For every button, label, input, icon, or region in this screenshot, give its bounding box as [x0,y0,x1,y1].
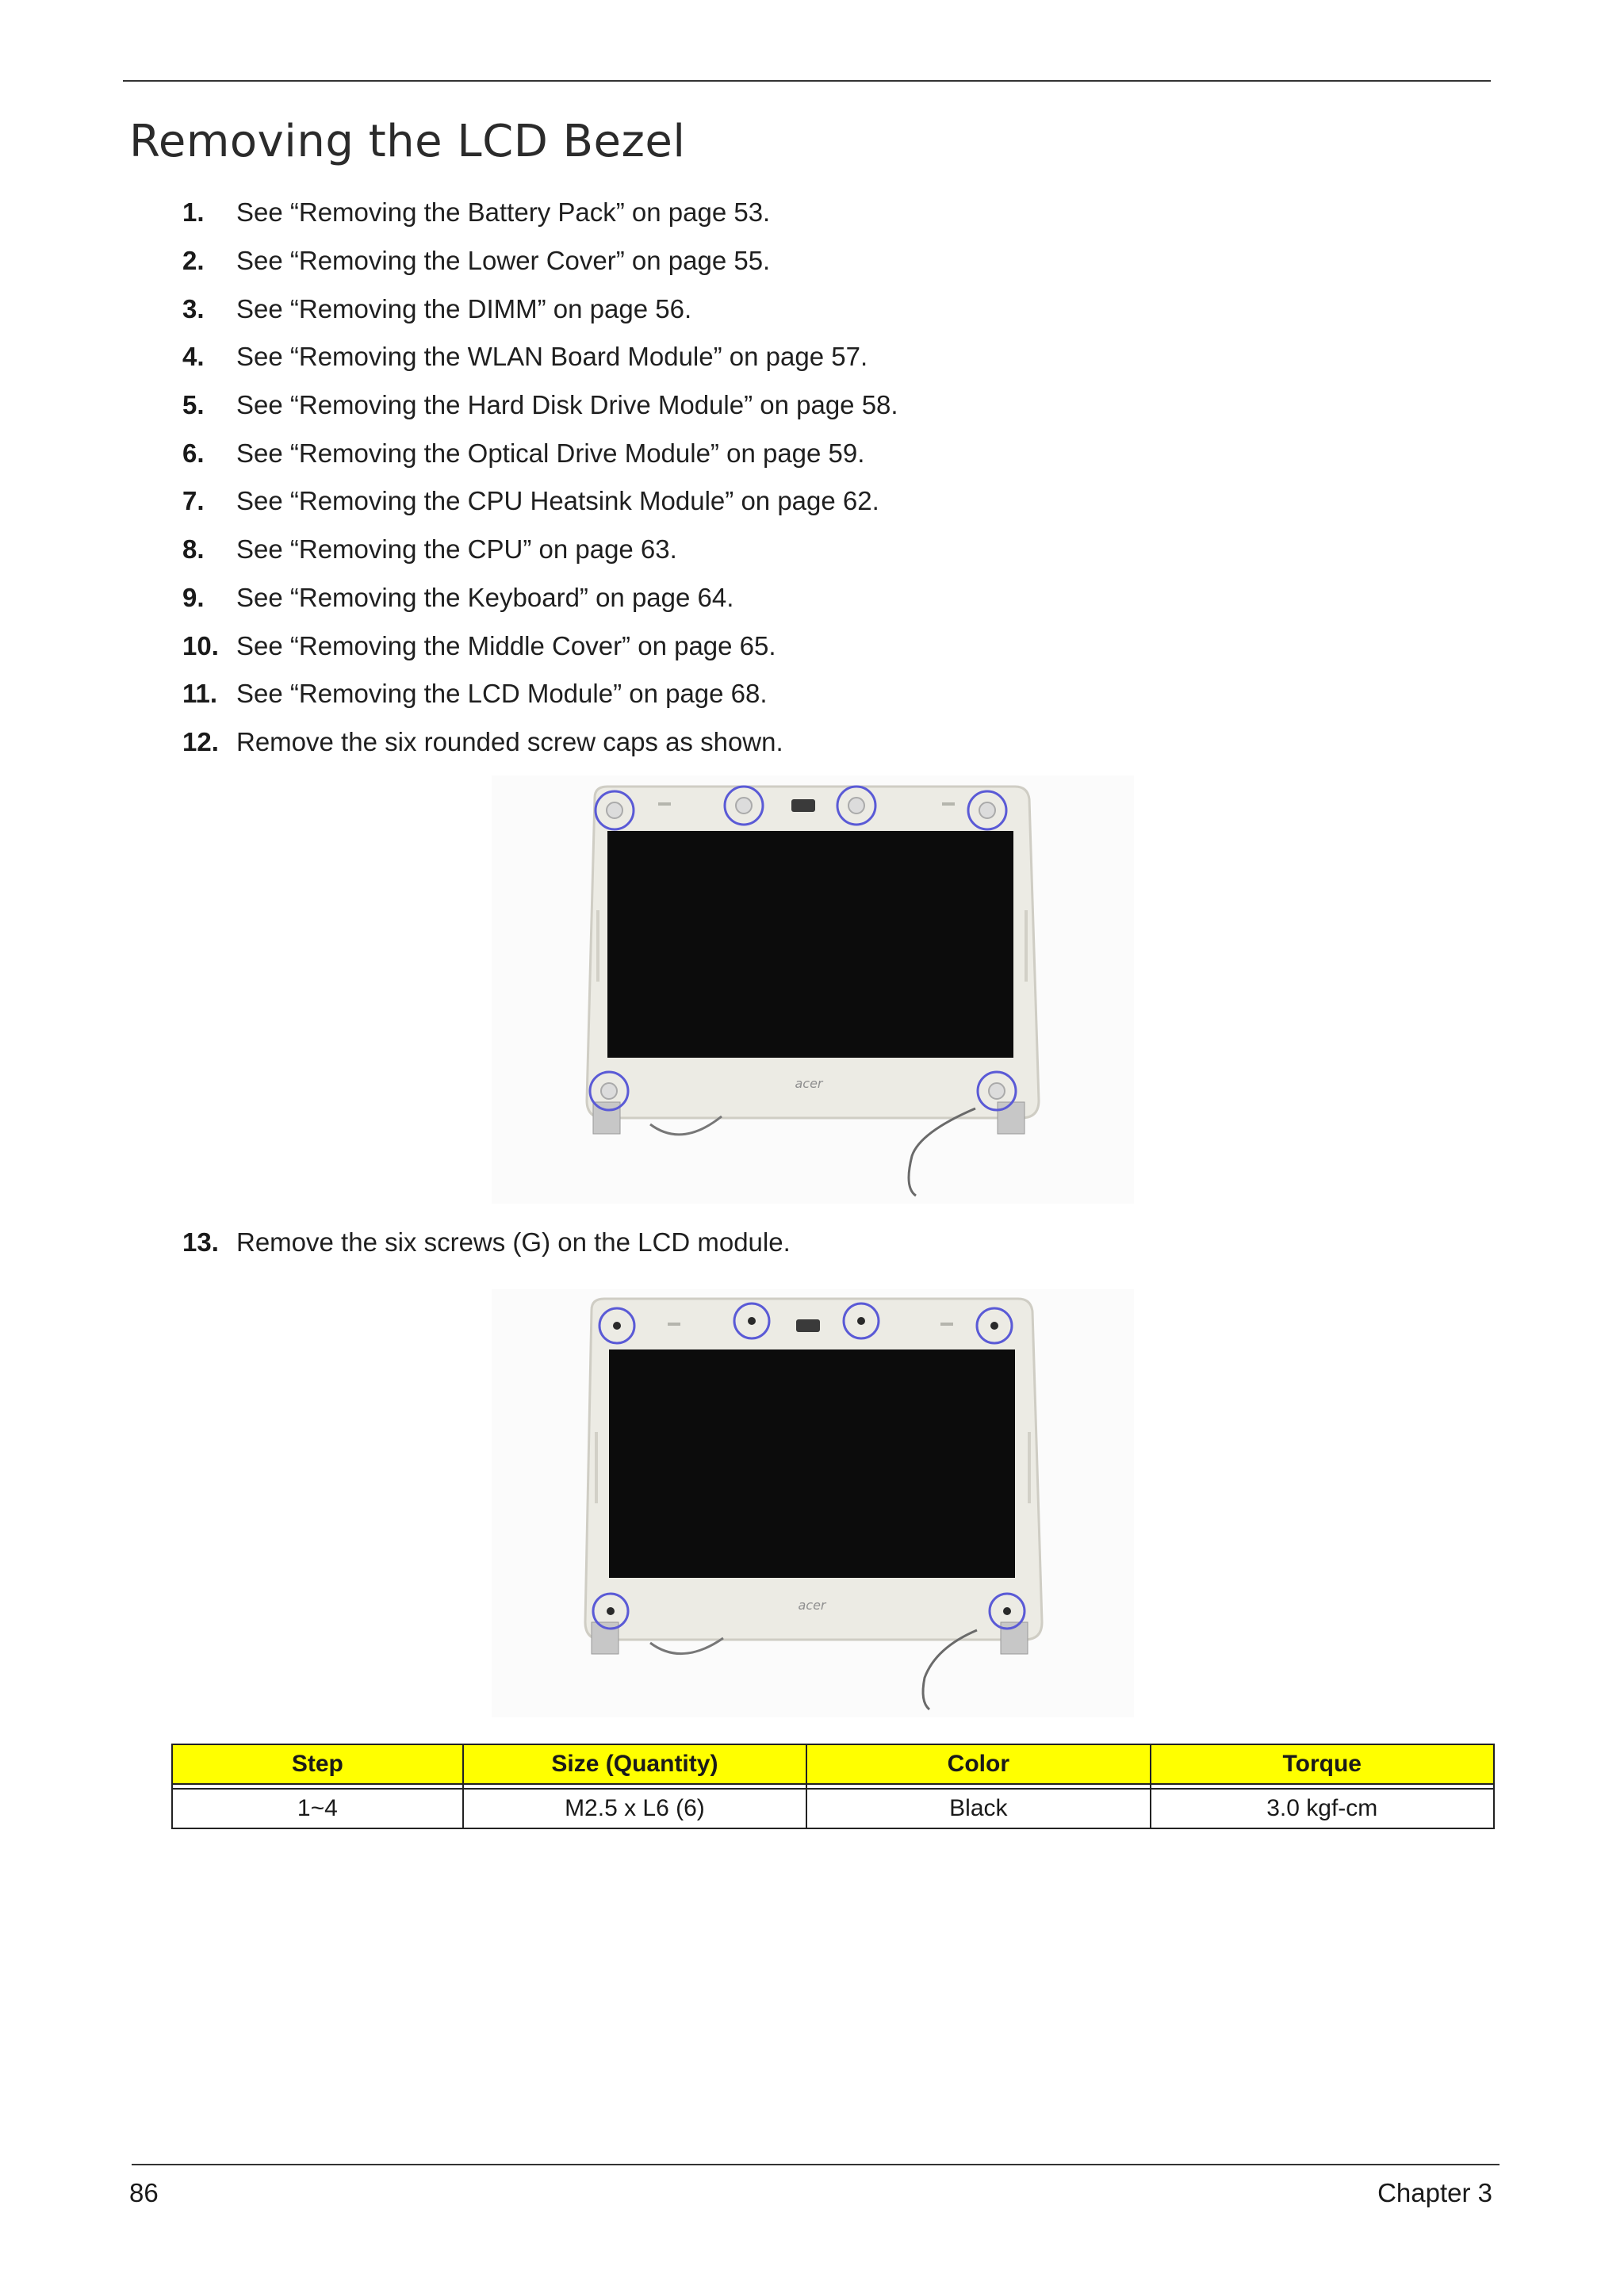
column-header: Size (Quantity) [462,1744,808,1785]
list-item: 6. See “Removing the Optical Drive Module… [182,429,1530,477]
list-item: 2. See “Removing the Lower Cover” on page… [182,237,1530,285]
callout-circle [975,1307,1013,1345]
step-text: See “Removing the Keyboard” on page 64. [236,582,734,612]
step-text: See “Removing the Optical Drive Module” … [236,438,865,468]
callout-circle [976,1070,1017,1112]
callout-circle [598,1307,636,1345]
callout-circle [967,790,1008,831]
lcd-panel-photo-screws: acer [492,1289,1134,1717]
list-item: 1. See “Removing the Battery Pack” on pag… [182,189,1530,237]
step-number: 12. [182,726,219,756]
figure-screws: acer [492,1289,1134,1717]
step-number: 10. [182,630,219,660]
list-item: 4. See “Removing the WLAN Board Module” o… [182,333,1530,381]
list-item: 9. See “Removing the Keyboard” on page 64… [182,574,1530,622]
table-cell: 3.0 kgf-cm [1149,1788,1496,1829]
acer-logo: acer [795,1076,823,1091]
step-text: See “Removing the DIMM” on page 56. [236,293,692,323]
step-number: 6. [182,438,205,468]
step-number: 2. [182,246,205,276]
step-text: See “Removing the Battery Pack” on page … [236,197,771,228]
acer-logo: acer [798,1598,826,1613]
step-list: 1. See “Removing the Battery Pack” on pag… [182,189,1530,766]
step-text: See “Removing the LCD Module” on page 68… [236,679,768,709]
list-item: 3. See “Removing the DIMM” on page 56. [182,285,1530,333]
step-text: Remove the six screws (G) on the LCD mod… [236,1227,791,1257]
figure-screw-caps: acer [492,775,1134,1204]
step-text: See “Removing the WLAN Board Module” on … [236,342,868,372]
step-number: 5. [182,390,205,420]
callout-circle [594,790,635,831]
callout-circle [988,1592,1026,1630]
page-number: 86 [129,2178,159,2207]
table-cell: Black [806,1788,1151,1829]
step-number: 1. [182,197,205,228]
list-item: 5. See “Removing the Hard Disk Drive Modu… [182,381,1530,430]
screw-spec-table: Step Size (Quantity) Color Torque 1~4 M2… [171,1744,1496,1829]
top-rule [123,80,1491,82]
step-text: See “Removing the Hard Disk Drive Module… [236,390,898,420]
list-item: 11. See “Removing the LCD Module” on page… [182,670,1530,718]
step-number: 8. [182,534,205,565]
step-text: See “Removing the CPU Heatsink Module” o… [236,486,879,516]
list-item: 7. See “Removing the CPU Heatsink Module”… [182,477,1530,526]
step-number: 7. [182,486,205,516]
table-cell: 1~4 [171,1788,464,1829]
table-cell: M2.5 x L6 (6) [462,1788,808,1829]
step-text: See “Removing the Middle Cover” on page … [236,630,776,660]
page-title: Removing the LCD Bezel [129,116,686,167]
column-header: Color [806,1744,1151,1785]
callout-circle [733,1302,771,1340]
step-number: 13. [182,1227,219,1257]
column-header: Step [171,1744,464,1785]
step-text: See “Removing the Lower Cover” on page 5… [236,246,771,276]
callout-circle [836,785,877,826]
list-item: 13. Remove the six screws (G) on the LCD … [182,1227,791,1258]
column-header: Torque [1149,1744,1496,1785]
step-number: 11. [182,679,218,709]
table-row: 1~4 M2.5 x L6 (6) Black 3.0 kgf-cm [171,1788,1496,1829]
table-header-row: Step Size (Quantity) Color Torque [171,1744,1496,1785]
step-number: 9. [182,582,205,612]
list-item: 12. Remove the six rounded screw caps as … [182,718,1530,767]
callout-circle [592,1592,630,1630]
step-number: 4. [182,342,205,372]
step-text: Remove the six rounded screw caps as sho… [236,726,783,756]
lcd-panel-photo-caps: acer [492,775,1134,1204]
chapter-label: Chapter 3 [1377,2178,1492,2207]
callout-circle [842,1302,880,1340]
step-number: 3. [182,293,205,323]
step-text: See “Removing the CPU” on page 63. [236,534,677,565]
list-item: 8. See “Removing the CPU” on page 63. [182,526,1530,574]
callout-circle [723,785,764,826]
bottom-rule [132,2164,1500,2165]
list-item: 10. See “Removing the Middle Cover” on pa… [182,622,1530,670]
callout-circle [588,1070,630,1112]
